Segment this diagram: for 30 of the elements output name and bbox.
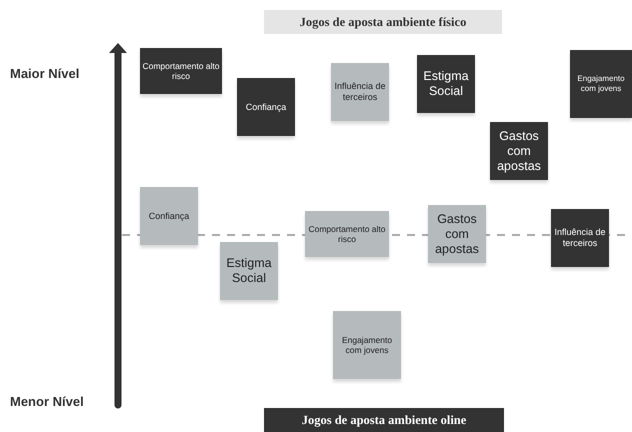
note-text: Comportamento alto risco [307, 224, 386, 244]
sticky-note [551, 209, 609, 267]
sticky-note [220, 242, 278, 300]
note-text: Engajamento com jovens [576, 74, 626, 94]
sticky-note [333, 311, 401, 379]
sticky-note [237, 78, 295, 136]
note-text: Influência de terceiros [333, 81, 387, 103]
title-band [264, 408, 504, 432]
note-text: Gastos com apostas [434, 212, 480, 256]
axis-level-label: Menor Nível [10, 394, 84, 409]
sticky-note [305, 211, 389, 257]
sticky-note [428, 205, 486, 263]
sticky-note [490, 122, 548, 180]
sticky-note [140, 48, 222, 94]
note-text: Confiança [148, 210, 190, 222]
band-title: Jogos de aposta ambiente físico [300, 14, 466, 30]
note-text: Confiança [246, 102, 286, 112]
sticky-note [140, 187, 198, 245]
band-title: Jogos de aposta ambiente oline [302, 412, 466, 428]
note-text: Engajamento com jovens [340, 334, 394, 356]
note-text: Gastos com apostas [496, 128, 542, 174]
note-text: Estigma Social [225, 256, 273, 286]
note-text: Comportamento alto risco [141, 60, 220, 82]
title-band [264, 10, 502, 34]
note-text: Estigma Social [422, 69, 470, 99]
axis-level-label: Maior Nível [10, 66, 80, 81]
sticky-note [570, 50, 632, 118]
note-text: Influência de terceiros [553, 227, 607, 249]
sticky-note [417, 55, 475, 113]
sticky-note [331, 63, 389, 121]
